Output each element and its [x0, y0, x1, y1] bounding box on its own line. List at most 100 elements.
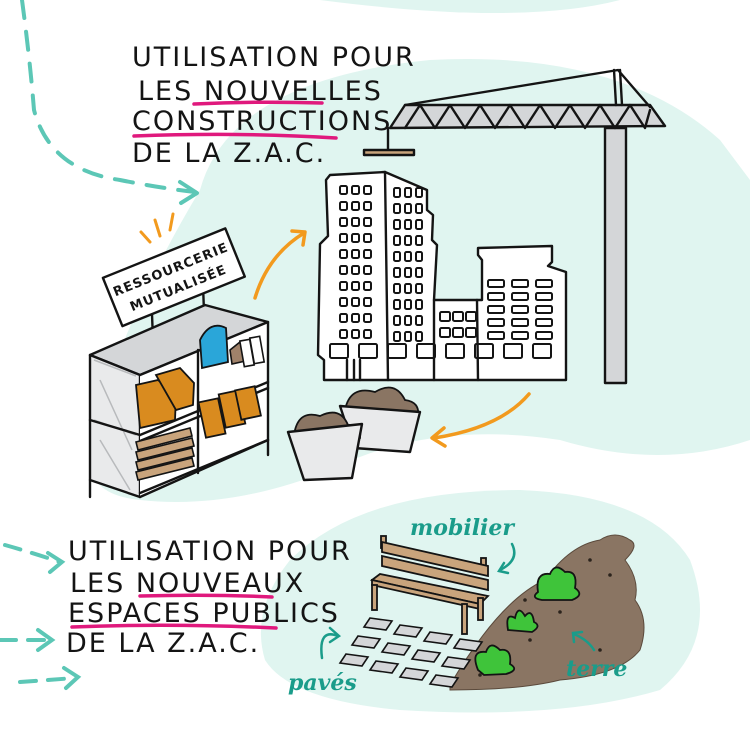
window: [511, 318, 529, 327]
sign-rays: [139, 212, 175, 244]
window: [415, 187, 423, 198]
window: [393, 331, 401, 342]
window: [363, 233, 372, 243]
window: [339, 249, 348, 259]
window: [415, 235, 423, 246]
window: [511, 279, 529, 288]
label-paves: pavés: [288, 670, 357, 696]
window: [339, 233, 348, 243]
window: [363, 297, 372, 307]
window: [404, 251, 412, 262]
window: [439, 311, 451, 322]
arrow-mobilier: [498, 542, 516, 572]
window: [487, 305, 505, 314]
window: [452, 311, 464, 322]
window: [339, 313, 348, 323]
arrowhead-paves: [328, 626, 342, 644]
orange-arrow-up: [253, 231, 306, 300]
window: [363, 313, 372, 323]
arrowhead-top: [178, 180, 199, 205]
window: [363, 249, 372, 259]
window: [439, 327, 451, 338]
paving-stone: [440, 656, 472, 670]
window: [351, 265, 360, 275]
window: [363, 281, 372, 291]
underline-espaces-publics: [70, 623, 278, 630]
window: [393, 187, 401, 198]
window: [474, 343, 494, 359]
window: [339, 185, 348, 195]
window: [404, 331, 412, 342]
window: [339, 217, 348, 227]
window: [415, 315, 423, 326]
window: [465, 327, 477, 338]
window: [363, 265, 372, 275]
window: [416, 343, 436, 359]
top-title-line3: CONSTRUCTIONS: [132, 106, 392, 137]
window: [415, 283, 423, 294]
window: [511, 292, 529, 301]
window: [404, 283, 412, 294]
window: [404, 219, 412, 230]
arrowhead-b3: [62, 666, 82, 690]
bottom-title-line1: UTILISATION POUR: [68, 536, 352, 567]
paving-stone: [392, 624, 424, 638]
arrowhead-b2: [36, 628, 56, 652]
window: [363, 185, 372, 195]
dashed-arrow-top: [20, 0, 197, 194]
window: [487, 279, 505, 288]
bin-icon: [286, 386, 422, 482]
window: [351, 281, 360, 291]
bottom-title-line3: ESPACES PUBLICS: [68, 598, 340, 629]
top-edge-blob: [320, 0, 620, 13]
window: [535, 331, 553, 340]
window: [393, 219, 401, 230]
window: [339, 265, 348, 275]
window: [415, 267, 423, 278]
paving-stone: [398, 667, 430, 681]
arrowhead-mobilier: [497, 561, 510, 575]
paving-stone: [368, 660, 400, 674]
window: [487, 318, 505, 327]
underline-nouvelles: [192, 100, 324, 106]
paving-stone: [452, 638, 484, 652]
window: [393, 267, 401, 278]
bottom-title-line4: DE LA Z.A.C.: [66, 628, 260, 659]
window: [535, 279, 553, 288]
paving-stone: [350, 635, 382, 649]
orange-arrow-down: [432, 392, 531, 440]
arrowhead-terre: [571, 630, 584, 644]
window: [351, 233, 360, 243]
window: [511, 305, 529, 314]
paving-stone: [362, 617, 394, 631]
window: [363, 201, 372, 211]
dashed-arrow-bottom-3: [18, 676, 77, 684]
bench-icon: [369, 535, 490, 635]
window: [415, 251, 423, 262]
window: [415, 219, 423, 230]
window: [535, 318, 553, 327]
window: [465, 311, 477, 322]
paving-stone: [410, 649, 442, 663]
window: [415, 331, 423, 342]
window: [404, 315, 412, 326]
arrow-paves: [320, 633, 340, 660]
window: [351, 249, 360, 259]
window: [487, 292, 505, 301]
window: [351, 185, 360, 195]
window: [511, 331, 529, 340]
window: [351, 201, 360, 211]
window: [351, 313, 360, 323]
underline-constructions: [132, 132, 338, 140]
window: [393, 235, 401, 246]
window: [363, 217, 372, 227]
underline-nouveaux: [138, 593, 274, 599]
window: [452, 327, 464, 338]
window: [535, 292, 553, 301]
window: [339, 281, 348, 291]
arrow-terre: [572, 632, 596, 652]
window: [404, 187, 412, 198]
window: [445, 343, 465, 359]
label-terre: terre: [566, 656, 627, 682]
shelf-icon: [88, 303, 270, 499]
